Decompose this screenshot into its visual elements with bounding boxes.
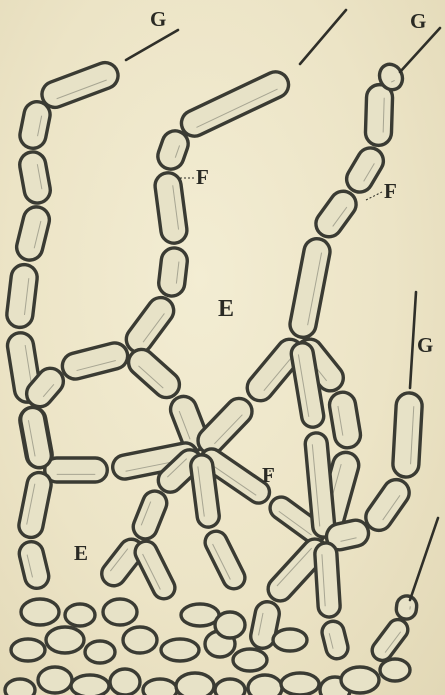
hair-cell-bottom-right — [368, 616, 412, 665]
loop-cell — [123, 344, 185, 403]
hair-tip-middle — [300, 10, 346, 64]
label-f-upper-middle: F — [196, 165, 209, 189]
basal-cell — [143, 679, 177, 695]
leader-f-upper-right — [366, 192, 382, 200]
basal-cell — [215, 612, 245, 638]
basal-cell — [233, 649, 267, 671]
basal-cell — [215, 679, 245, 695]
hair-cell-middle — [157, 247, 188, 298]
basal-cell — [181, 604, 219, 626]
hair-cell-middle — [154, 171, 189, 244]
hair-cell-left — [18, 99, 53, 150]
loop-cell — [60, 340, 131, 382]
label-g-right: G — [417, 333, 433, 357]
basal-cell — [161, 639, 199, 661]
hair-tip-bottom-right — [410, 518, 438, 600]
lower-cell — [17, 539, 51, 591]
label-e-middle: E — [218, 296, 234, 322]
basal-cell — [21, 599, 59, 625]
label-f-lower-middle: F — [262, 463, 275, 487]
loop-cell — [19, 405, 54, 469]
lower-cell — [201, 527, 248, 592]
basal-cell — [5, 679, 35, 695]
label-f-upper-right: F — [384, 179, 397, 203]
lower-cell — [314, 542, 341, 617]
label-g-top-right: G — [410, 9, 426, 33]
basal-cell — [341, 667, 379, 693]
basal-cell — [248, 675, 282, 695]
hair-cell-bottom-right — [395, 595, 418, 620]
basal-cell — [38, 667, 72, 693]
lower-cell — [130, 488, 171, 543]
hair-cell-left — [38, 59, 122, 111]
basal-cell — [123, 627, 157, 653]
basal-cell — [85, 641, 115, 663]
hair-cell-right — [288, 236, 332, 339]
cross-cell — [328, 390, 363, 449]
hair-cell-right — [365, 84, 393, 146]
lower-cell — [320, 619, 351, 661]
label-g-top-left: G — [150, 7, 166, 31]
hair-tip-lower-right — [410, 292, 416, 388]
basal-cell — [71, 675, 109, 695]
basal-cell — [281, 673, 319, 695]
basal-cell — [273, 629, 307, 651]
basal-cell — [103, 599, 137, 625]
hair-cell-middle — [121, 292, 179, 357]
cell-network — [5, 59, 423, 695]
lower-cell — [17, 470, 53, 539]
hair-cell-lower-right — [392, 392, 423, 477]
basal-cell — [65, 604, 95, 626]
hair-cell-middle — [177, 68, 293, 141]
basal-cell — [46, 627, 84, 653]
basal-cell — [380, 659, 410, 681]
label-e-lower-left: E — [74, 541, 88, 565]
hair-cell-left — [14, 204, 52, 263]
hair-tip-left — [126, 30, 178, 60]
hair-cell-right — [311, 186, 361, 242]
basal-cell — [176, 673, 214, 695]
hair-cell-right — [342, 143, 388, 197]
hair-tip-right — [400, 28, 440, 72]
hair-cell-lower-right — [361, 475, 415, 536]
basal-cell — [11, 639, 45, 661]
hair-cell-left — [5, 263, 38, 329]
hair-cell-left — [18, 150, 53, 205]
loop-cell — [45, 458, 108, 482]
basal-cell — [110, 669, 140, 695]
lower-cell — [131, 537, 178, 602]
